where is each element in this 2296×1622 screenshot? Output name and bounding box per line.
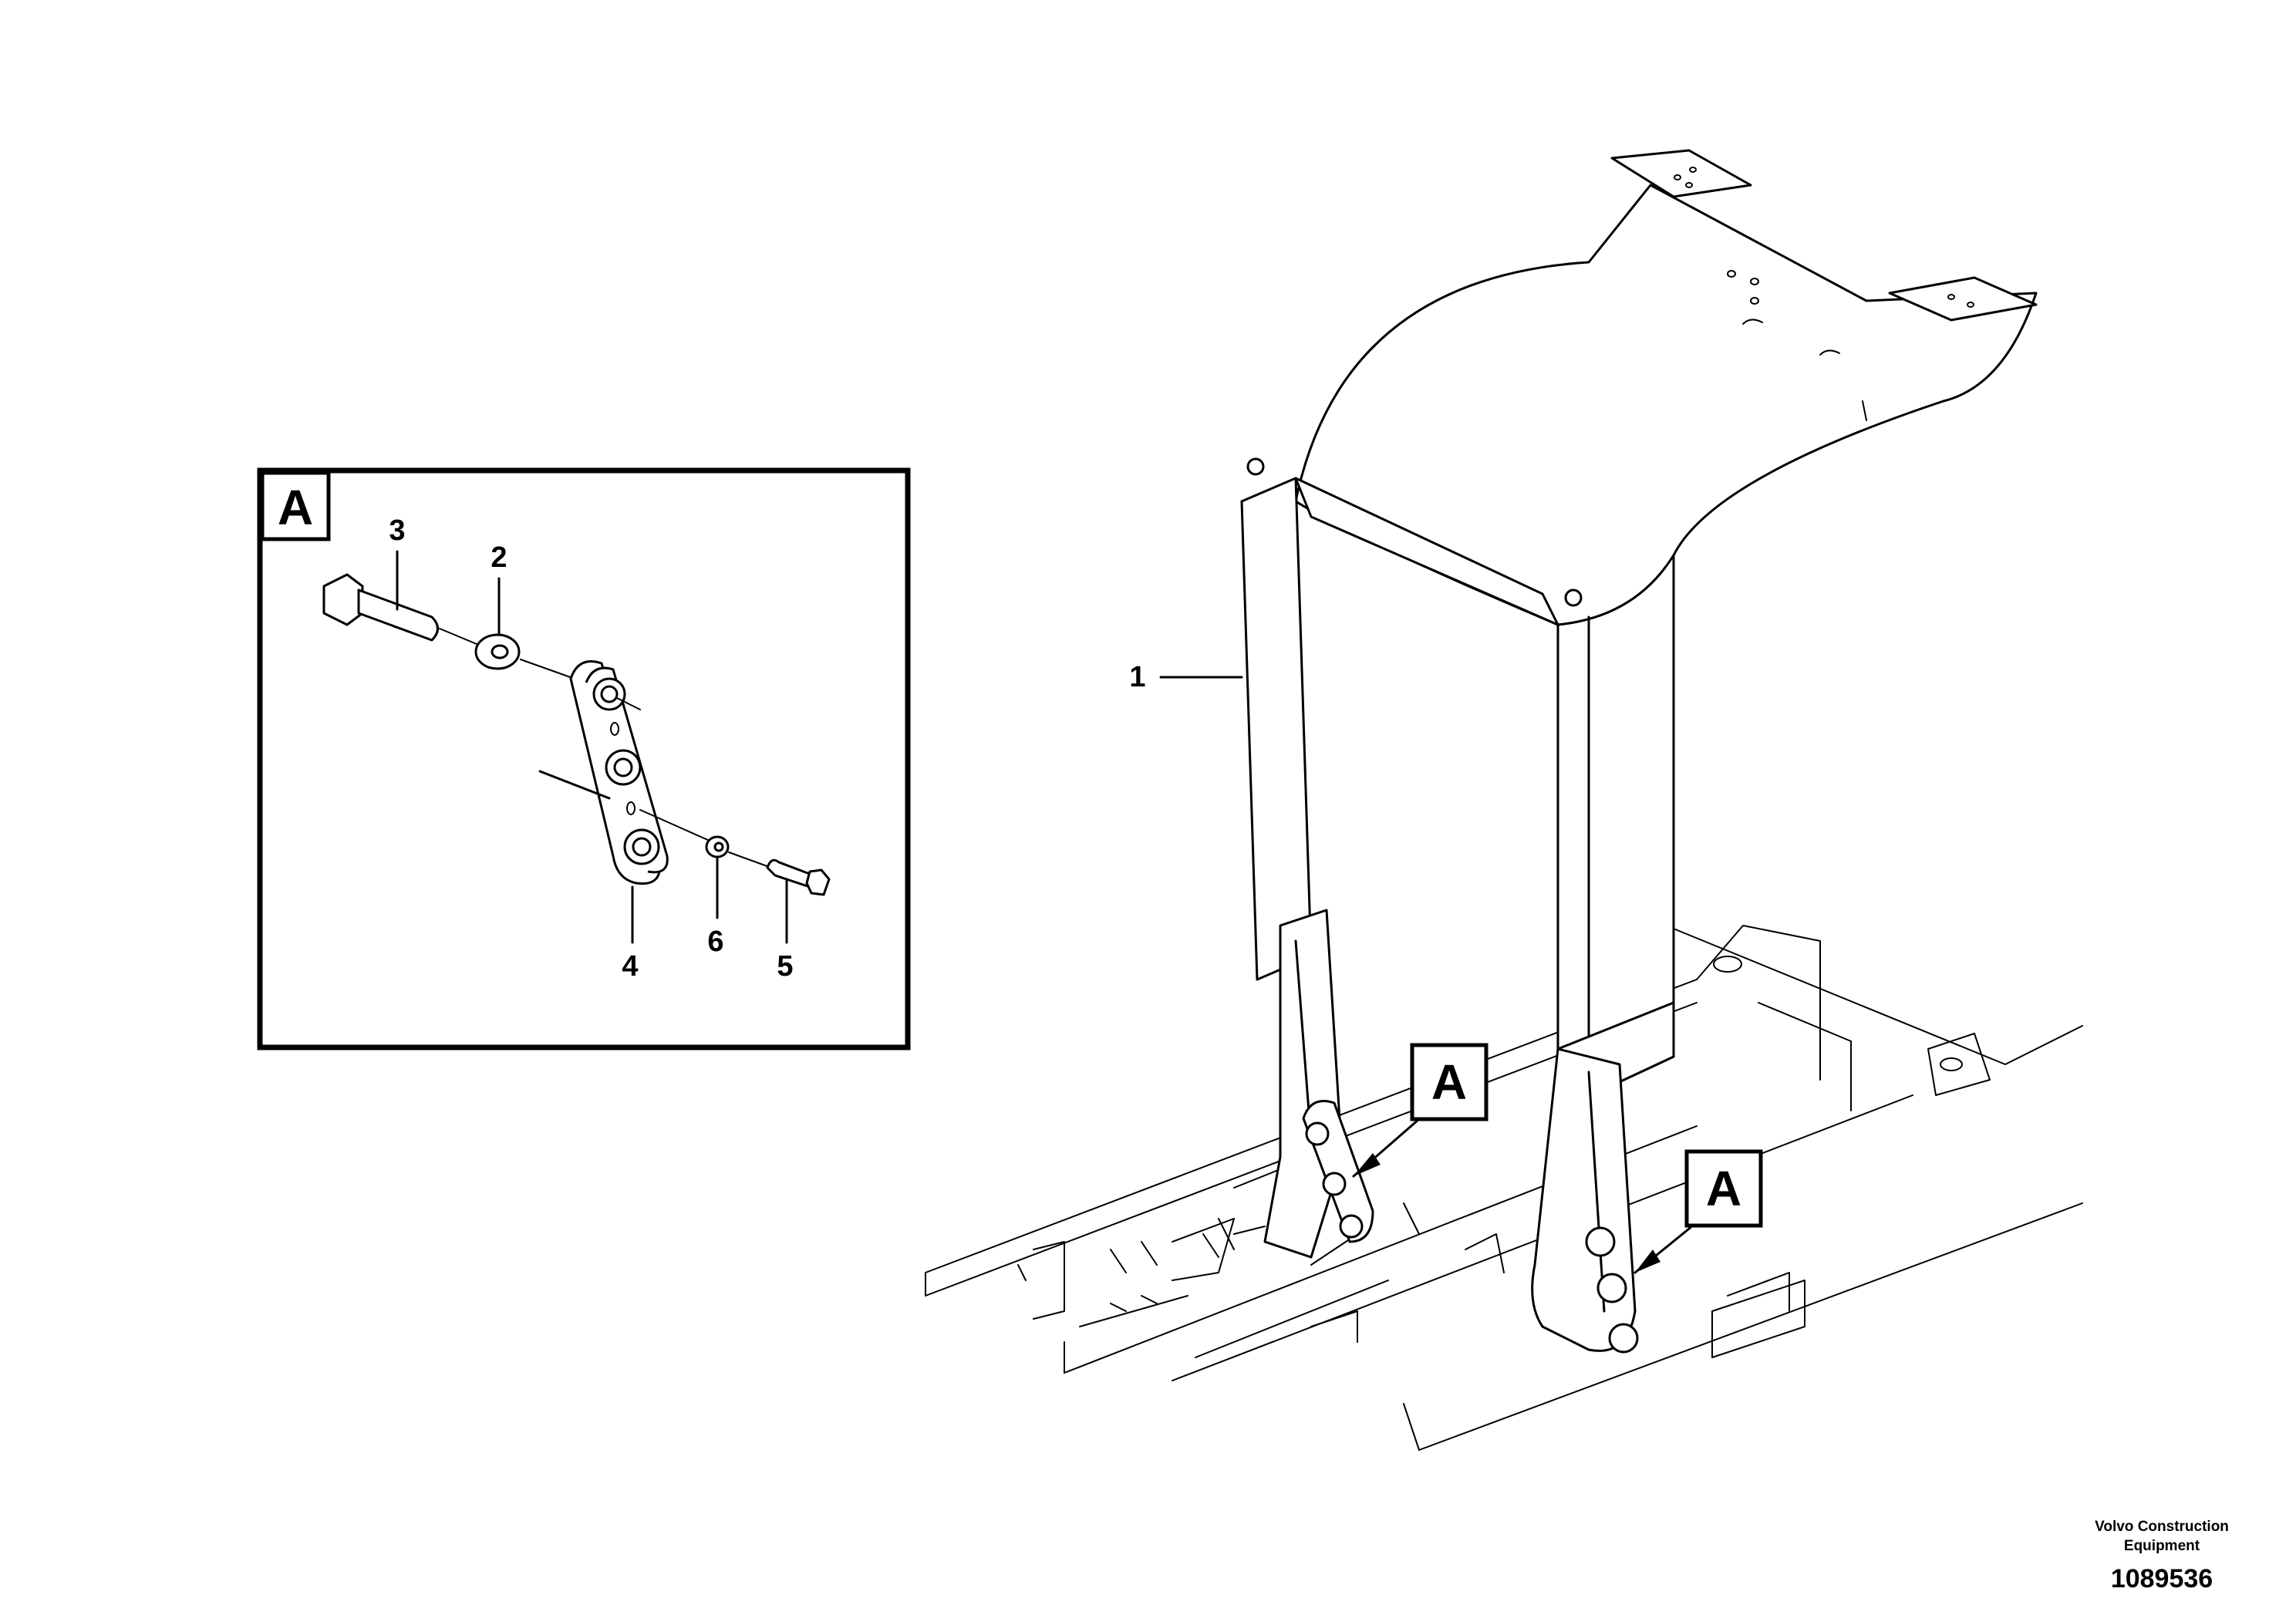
view-marker-left-label: A xyxy=(1431,1054,1467,1110)
company-name-line2: Equipment xyxy=(2124,1538,2200,1554)
detail-view-a: A xyxy=(257,467,911,1050)
plate-part-4 xyxy=(538,660,710,885)
callout-4: 4 xyxy=(622,885,639,983)
bolt-part-5 xyxy=(766,858,831,896)
view-marker-left: A xyxy=(1352,1043,1489,1178)
callout-2: 2 xyxy=(491,541,507,636)
callout-1: 1 xyxy=(1129,661,1243,693)
callout-5: 5 xyxy=(777,878,794,983)
document-number: 1089536 xyxy=(2111,1564,2213,1593)
view-marker-right: A xyxy=(1633,1149,1763,1274)
company-name-line1: Volvo Construction xyxy=(2095,1519,2229,1535)
callout-4-label: 4 xyxy=(622,950,638,983)
footer-credit: Volvo Construction Equipment 1089536 xyxy=(2095,1519,2229,1593)
view-marker-right-label: A xyxy=(1706,1161,1741,1216)
machine-frame-background xyxy=(925,925,2083,1451)
callout-2-label: 2 xyxy=(491,541,507,574)
washer-part-2 xyxy=(474,633,575,679)
callout-6-label: 6 xyxy=(707,926,723,958)
guard-frame-part-1 xyxy=(1240,149,2038,1354)
detail-view-label: A xyxy=(278,480,313,535)
callout-3: 3 xyxy=(389,514,406,611)
callout-6: 6 xyxy=(707,856,724,958)
callout-5-label: 5 xyxy=(777,950,793,983)
bolt-part-3 xyxy=(322,573,487,649)
callout-3-label: 3 xyxy=(389,514,405,547)
washer-part-6 xyxy=(705,835,772,868)
callout-1-label: 1 xyxy=(1129,661,1145,693)
